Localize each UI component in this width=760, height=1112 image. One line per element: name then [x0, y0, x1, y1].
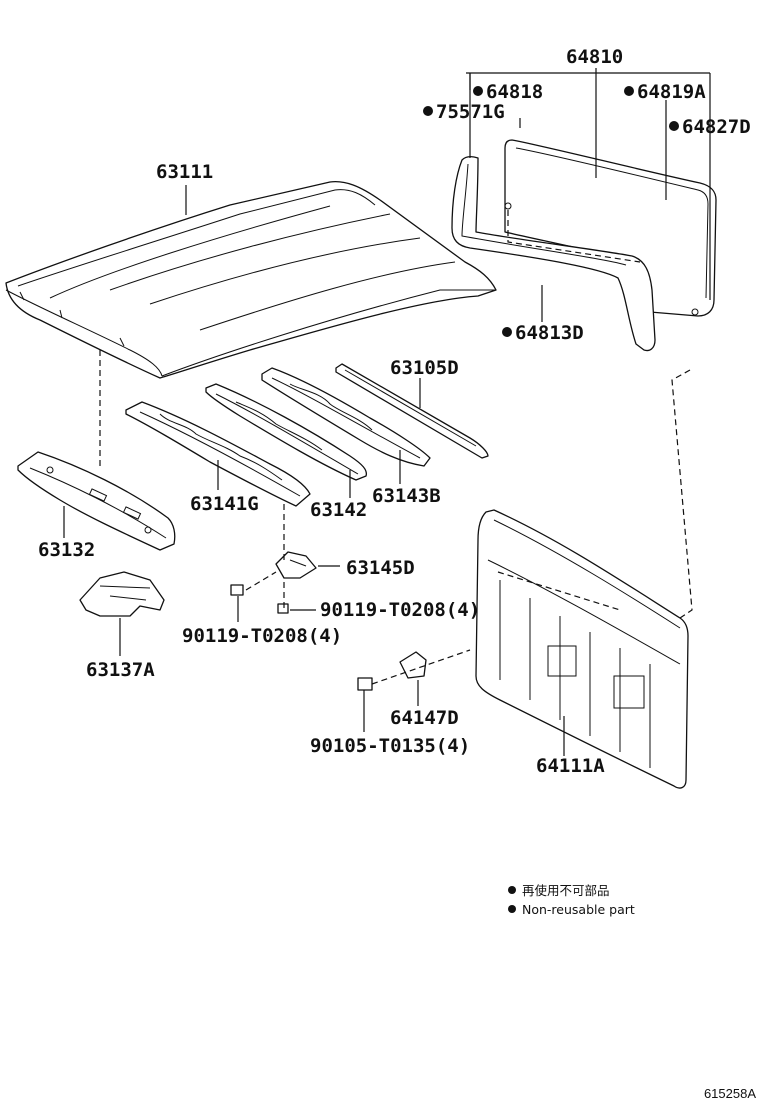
non-reusable-dot [502, 327, 512, 337]
bracket-63145D-drawing [275, 551, 317, 579]
back-panel-64111A-drawing [475, 509, 689, 789]
label-75571G: 75571G [436, 101, 505, 123]
reinforcement-63143B-drawing [261, 367, 431, 467]
legend-english: Non-reusable part [522, 902, 635, 917]
reinforcement-63142-drawing [205, 383, 368, 481]
label-63143B: 63143B [372, 485, 441, 507]
label-63142: 63142 [310, 499, 367, 521]
label-63145D: 63145D [346, 557, 415, 579]
legend: 再使用不可部品 Non-reusable part [508, 883, 635, 917]
non-reusable-dot [423, 106, 433, 116]
label-63105D: 63105D [390, 357, 459, 379]
header-63132-drawing [17, 451, 176, 551]
dashed-assembly-lines [99, 210, 693, 685]
label-64111A: 64111A [536, 755, 605, 777]
label-63137A: 63137A [86, 659, 155, 681]
label-90105: 90105-T0135(4) [310, 735, 470, 757]
non-reusable-dot [669, 121, 679, 131]
label-63141G: 63141G [190, 493, 259, 515]
label-64827D: 64827D [682, 116, 751, 138]
label-90119-right: 90119-T0208(4) [320, 599, 480, 621]
label-64819A: 64819A [637, 81, 706, 103]
label-64810: 64810 [566, 46, 623, 68]
bolt-90119-drawing [230, 584, 289, 614]
legend-japanese: 再使用不可部品 [522, 883, 610, 898]
legend-dot-english [508, 905, 516, 913]
weatherstrip-drawing [451, 156, 656, 352]
label-64818: 64818 [486, 81, 543, 103]
non-reusable-dot [624, 86, 634, 96]
label-90119-left: 90119-T0208(4) [182, 625, 342, 647]
diagram-code: 615258A [704, 1086, 756, 1101]
part-labels: 64810 64818 64819A 75571G 64827D 63111 6… [38, 46, 751, 777]
roof-panel-drawing [5, 180, 497, 379]
label-63132: 63132 [38, 539, 95, 561]
reinforcement-63105D-drawing [335, 363, 489, 459]
label-64147D: 64147D [390, 707, 459, 729]
back-window-drawing [504, 139, 717, 317]
label-64813D: 64813D [515, 322, 584, 344]
legend-dot-japanese [508, 886, 516, 894]
bracket-64147D-drawing [357, 651, 427, 691]
non-reusable-dot [473, 86, 483, 96]
reinforcement-63141G-drawing [125, 401, 311, 507]
label-63111: 63111 [156, 161, 213, 183]
leader-lines [63, 68, 711, 756]
bracket-63137A-drawing [79, 571, 165, 617]
